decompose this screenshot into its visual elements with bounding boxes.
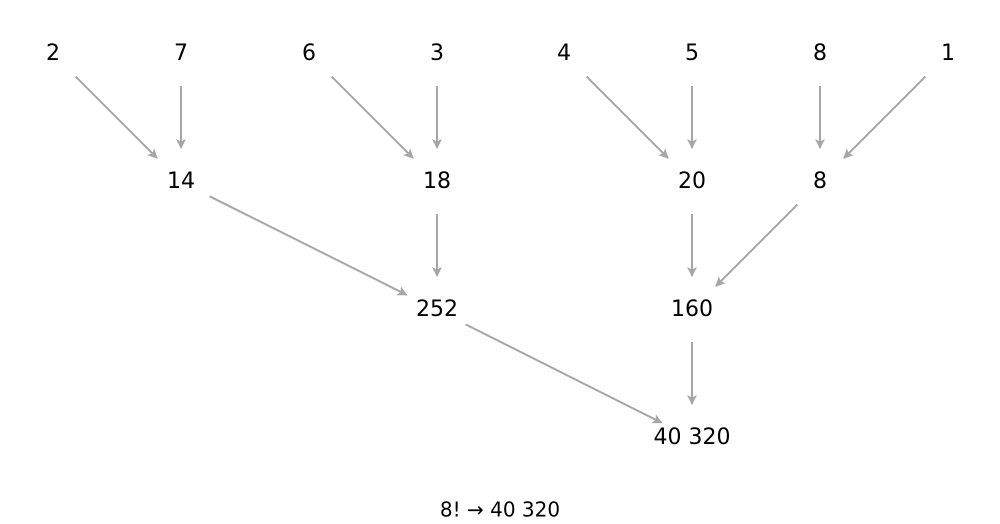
leaf-node-5: 4 — [557, 41, 571, 66]
edge-mid_1-to-upper_1 — [209, 195, 408, 296]
edge-mid_4-to-upper_2 — [715, 203, 799, 287]
edges — [74, 75, 927, 424]
edge-leaf_5-to-mid_3 — [585, 75, 669, 159]
mid-node-1: 14 — [167, 169, 195, 194]
leaf-node-6: 5 — [685, 41, 699, 66]
root-node: 40 320 — [654, 425, 731, 450]
edge-leaf_8-to-mid_4 — [843, 75, 927, 159]
nodes: 2 7 6 3 4 5 8 1 14 18 20 8 252 160 40 32… — [46, 41, 955, 450]
edge-leaf_3-to-mid_2 — [330, 75, 414, 159]
leaf-node-1: 2 — [46, 41, 60, 66]
leaf-node-4: 3 — [430, 41, 444, 66]
mid-node-2: 18 — [423, 169, 451, 194]
leaf-node-8: 1 — [941, 41, 955, 66]
edge-leaf_1-to-mid_1 — [74, 75, 158, 159]
upper-node-1: 252 — [416, 297, 458, 322]
leaf-node-2: 7 — [174, 41, 188, 66]
caption: 8! → 40 320 — [440, 498, 560, 522]
edge-upper_1-to-root — [465, 323, 663, 424]
leaf-node-3: 6 — [302, 41, 316, 66]
upper-node-2: 160 — [671, 297, 713, 322]
mid-node-4: 8 — [813, 169, 827, 194]
mid-node-3: 20 — [678, 169, 706, 194]
leaf-node-7: 8 — [813, 41, 827, 66]
